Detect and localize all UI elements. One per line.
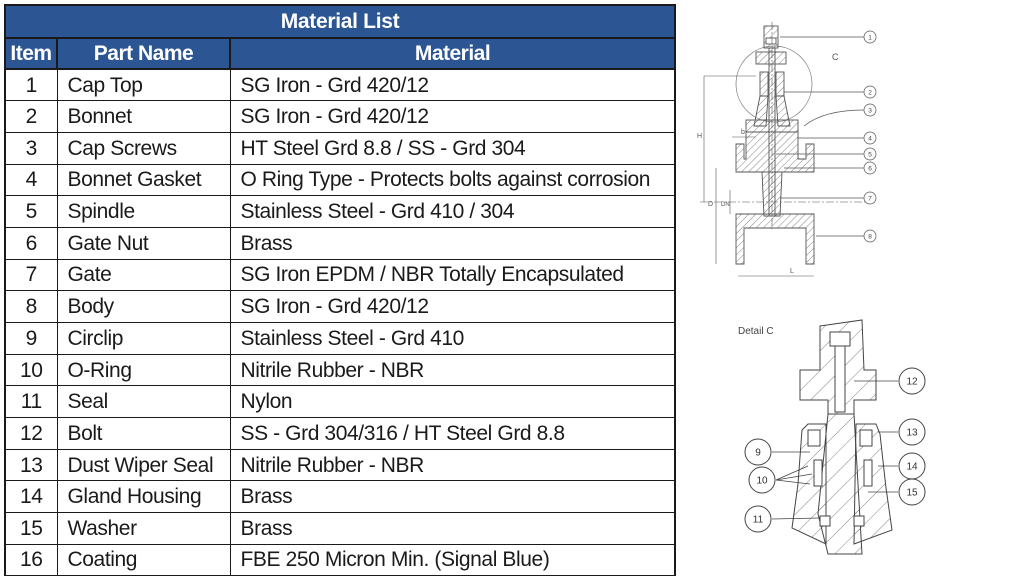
material-cell: Brass — [229, 480, 676, 514]
part-name-cell: Bonnet — [56, 100, 231, 133]
item-cell: 14 — [4, 480, 58, 514]
part-name-cell: Body — [56, 290, 231, 323]
material-cell: SG Iron EPDM / NBR Totally Encapsulated — [229, 258, 676, 292]
callout-3: 3 — [868, 108, 872, 115]
table-title: Material List — [3, 4, 677, 39]
dim-label-d: D — [708, 201, 713, 208]
callout-4: 4 — [868, 136, 872, 143]
callout-1: 1 — [868, 35, 872, 42]
part-name-cell: Bonnet Gasket — [56, 163, 231, 197]
material-cell: SG Iron - Grd 420/12 — [229, 100, 676, 133]
callout-2: 2 — [868, 90, 872, 97]
detail-c-marker: C — [832, 52, 839, 62]
part-name-cell: Circlip — [56, 322, 231, 355]
part-name-cell: Gate — [56, 258, 231, 292]
material-cell: SG Iron - Grd 420/12 — [229, 68, 676, 102]
material-cell: Brass — [229, 512, 676, 545]
part-name-cell: Bolt — [56, 417, 231, 450]
item-cell: 10 — [4, 353, 58, 387]
material-cell: HT Steel Grd 8.8 / SS - Grd 304 — [229, 131, 676, 165]
column-header-material: Material — [228, 37, 677, 70]
dim-label-dn: DN — [721, 202, 730, 208]
callout-12: 12 — [906, 377, 918, 388]
part-name-cell: Gland Housing — [56, 480, 231, 514]
item-cell: 3 — [4, 131, 58, 165]
material-cell: Stainless Steel - Grd 410 / 304 — [229, 195, 676, 228]
material-cell: Stainless Steel - Grd 410 — [229, 322, 676, 355]
part-name-cell: Washer — [56, 512, 231, 545]
material-cell: SG Iron - Grd 420/12 — [229, 290, 676, 323]
item-cell: 2 — [4, 100, 58, 133]
detail-c-title: Detail C — [738, 326, 774, 337]
material-cell: Nylon — [229, 385, 676, 419]
callout-15: 15 — [906, 488, 918, 499]
material-cell: FBE 250 Micron Min. (Signal Blue) — [229, 543, 676, 576]
item-cell: 6 — [4, 226, 58, 260]
material-cell: Brass — [229, 226, 676, 260]
callout-10: 10 — [756, 476, 768, 487]
material-cell: Nitrile Rubber - NBR — [229, 448, 676, 482]
item-cell: 11 — [4, 385, 58, 419]
dim-label-b: b — [741, 129, 745, 136]
callout-14: 14 — [906, 462, 918, 473]
item-cell: 9 — [4, 322, 58, 355]
callout-5: 5 — [868, 152, 872, 159]
part-name-cell: Seal — [56, 385, 231, 419]
callout-7: 7 — [868, 196, 872, 203]
material-cell: SS - Grd 304/316 / HT Steel Grd 8.8 — [229, 417, 676, 450]
callout-13: 13 — [906, 428, 918, 439]
callout-9: 9 — [755, 448, 761, 459]
part-name-cell: O-Ring — [56, 353, 231, 387]
part-name-cell: Gate Nut — [56, 226, 231, 260]
callout-8: 8 — [868, 234, 872, 241]
dim-label-h: H — [697, 133, 702, 140]
part-name-cell: Coating — [56, 543, 231, 576]
gate-valve-drawing: H b D DN L C 1 2 3 4 5 6 7 8 — [697, 22, 877, 277]
item-cell: 12 — [4, 417, 58, 450]
callout-11: 11 — [753, 515, 764, 526]
item-cell: 5 — [4, 195, 58, 228]
item-cell: 16 — [4, 543, 58, 576]
item-cell: 8 — [4, 290, 58, 323]
part-name-cell: Dust Wiper Seal — [56, 448, 231, 482]
item-cell: 15 — [4, 512, 58, 545]
material-cell: Nitrile Rubber - NBR — [229, 353, 676, 387]
part-name-cell: Cap Top — [56, 68, 231, 102]
column-header-item: Item — [4, 37, 58, 70]
item-cell: 4 — [4, 163, 58, 197]
dim-label-l: L — [790, 268, 794, 275]
material-cell: O Ring Type - Protects bolts against cor… — [229, 163, 676, 197]
part-name-cell: Cap Screws — [56, 131, 231, 165]
item-cell: 13 — [4, 448, 58, 482]
detail-c-drawing: Detail C — [738, 319, 926, 555]
item-cell: 1 — [4, 68, 58, 102]
callout-6: 6 — [868, 166, 872, 173]
column-header-part-name: Part Name — [56, 37, 231, 70]
item-cell: 7 — [4, 258, 58, 292]
part-name-cell: Spindle — [56, 195, 231, 228]
